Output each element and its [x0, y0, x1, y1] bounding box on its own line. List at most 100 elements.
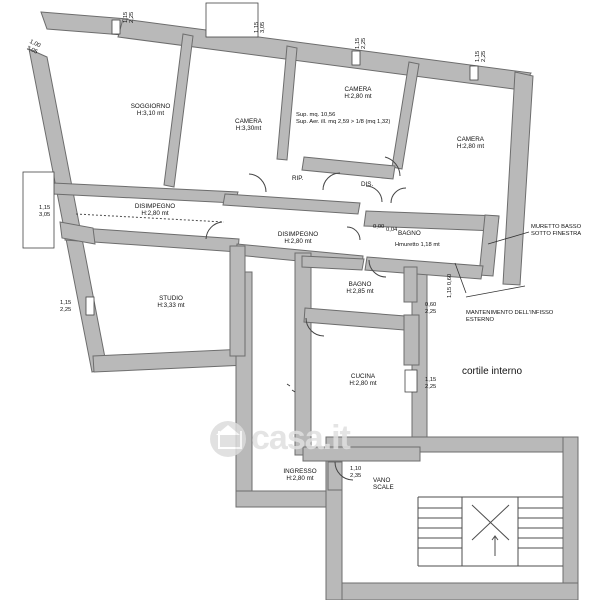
- dim-left-window-a: 1,15: [39, 205, 51, 211]
- stair-arrow: [491, 535, 499, 556]
- wall-soggiorno-camera: [163, 33, 194, 188]
- muretto-line1: MURETTO BASSO: [531, 224, 582, 230]
- bagno-bottom-height: H:2,85 mt: [346, 288, 374, 296]
- wall-kitchen-right: [403, 314, 420, 366]
- stair-core: [461, 496, 519, 567]
- disimpegno-left-name: DISIMPEGNO: [134, 203, 176, 210]
- wall-corridor-upper: [222, 193, 361, 215]
- dim-ingresso-b: 2,35: [350, 472, 362, 479]
- studio-name: STUDIO: [159, 295, 183, 302]
- dim-ingresso: 1,10 2,35: [350, 466, 361, 479]
- window-left-1: [22, 171, 55, 249]
- dis-label: DIS.: [361, 181, 374, 188]
- casa-logo: casa.it: [210, 419, 351, 458]
- dim-left-lower-b: 2,25: [60, 306, 72, 313]
- wall-bathroom-right: [478, 214, 500, 277]
- house-icon: [210, 420, 246, 457]
- camera-center-notes: Sup. mq. 10,56 Sup. Aer. ill. mq 2,59 > …: [296, 112, 426, 125]
- cucina-height: H:2,80 mt: [349, 380, 377, 388]
- wall-bagno-right: [403, 266, 418, 303]
- dimension-line-right: [454, 262, 467, 294]
- dim-bath-top-right: 0,04: [386, 227, 398, 233]
- door-bath-bottom: [346, 226, 361, 241]
- outer-wall-stair-bottom: [325, 582, 579, 600]
- wall-bathroom-bottom: [364, 256, 484, 280]
- cucina-label: CUCINA H:2,80 mt: [337, 373, 389, 387]
- dimension-line-right2: [487, 231, 530, 245]
- dim-bath-top-left: 0,00: [373, 224, 385, 230]
- wall-dis-room: [301, 156, 396, 180]
- door-bath-left: [390, 187, 407, 204]
- wall-bagno-kitchen-divider: [303, 307, 406, 331]
- disimpegno-left-label: DISIMPEGNO H:2,80 mt: [126, 203, 184, 217]
- window-top-2: [111, 19, 121, 35]
- corner-markers: [286, 383, 296, 393]
- camera-right-label: CAMERA H:2,80 mt: [443, 136, 498, 150]
- soggiorno-height: H:3,10 mt: [136, 110, 165, 118]
- door-ingresso: [334, 461, 354, 481]
- studio-height: H:3,33 mt: [157, 302, 185, 310]
- dim-right-vertical: 1,15 0,60: [447, 273, 454, 298]
- outer-wall-bottom-main: [235, 490, 329, 508]
- window-top-1: [205, 2, 259, 38]
- disimpegno-left-height: H:2,80 mt: [141, 210, 169, 218]
- soggiorno-label: SOGGIORNO H:3,10 mt: [123, 103, 178, 117]
- dim-ingresso-a: 1,10: [350, 466, 362, 472]
- dim-right-lower-a: 0,60: [425, 302, 437, 308]
- wall-camera-camera: [276, 45, 298, 161]
- dim-right-lower: 0,60 2,25: [425, 302, 436, 315]
- dim-top-4b: 2,25: [480, 50, 487, 62]
- dim-kitchen-window-a: 1,15: [425, 377, 437, 383]
- bagno-bottom-label: BAGNO H:2,85 mt: [334, 281, 386, 295]
- camera-center-name: CAMERA: [344, 86, 372, 93]
- dim-right-lower-b: 2,25: [425, 308, 437, 315]
- dim-right-vertical-b: 0,60: [447, 273, 453, 286]
- stair-x2: [471, 504, 510, 541]
- dimension-line-right3: [465, 285, 526, 298]
- disimpegno-center-label: DISIMPEGNO H:2,80 mt: [269, 231, 327, 245]
- dim-left-lower: 1,15 2,25: [60, 300, 71, 313]
- window-top-3: [351, 50, 361, 66]
- studio-label: STUDIO H:3,33 mt: [145, 295, 197, 309]
- dim-left-window: 1,15 3,05: [39, 205, 50, 218]
- door-camera-right: [384, 156, 401, 177]
- ingresso-name: INGRESSO: [283, 468, 317, 475]
- outer-wall-bottom-left: [92, 348, 248, 373]
- corridor-dashed-line: [75, 213, 225, 223]
- camera-center-surface: Sup. mq. 10,56: [296, 112, 336, 118]
- wall-study-right: [229, 245, 246, 357]
- scale-name: SCALE: [373, 484, 394, 492]
- camera-right-name: CAMERA: [457, 136, 484, 143]
- mantenimento-line2: ESTERNO: [466, 316, 495, 323]
- outer-wall-stair-right: [562, 436, 579, 600]
- vano-scale-label: VANO SCALE: [373, 477, 394, 491]
- stair-outline: [417, 496, 563, 567]
- camera-center-label: CAMERA H:2,80 mt: [318, 86, 398, 100]
- wall-bagno-kitchen-top: [301, 255, 365, 271]
- camera-left-label: CAMERA H:3,30mt: [221, 118, 276, 132]
- wall-kitchen-bottom: [302, 446, 421, 462]
- cucina-name: CUCINA: [350, 373, 376, 380]
- camera-right-height: H:2,80 mt: [456, 143, 485, 151]
- door-bagno-bottom: [368, 259, 387, 278]
- dim-kitchen-window-b: 2,25: [425, 383, 437, 390]
- outer-wall-right-top: [502, 71, 534, 286]
- disimpegno-center-name: DISIMPEGNO: [277, 231, 319, 238]
- bagno-bottom-name: BAGNO: [348, 281, 372, 288]
- dim-top-3b: 2,25: [360, 37, 367, 49]
- courtyard-label: cortile interno: [462, 366, 523, 377]
- dim-left-lower-a: 1,15: [60, 300, 72, 306]
- dim-kitchen-window: 1,15 2,25: [425, 377, 436, 390]
- mantenimento-label: MANTENIMENTO DELL'INFISSO ESTERNO: [466, 310, 553, 323]
- wall-camera-right-left: [391, 61, 420, 170]
- bagno-top-name: BAGNO: [398, 230, 421, 237]
- window-kitchen-right: [404, 369, 418, 393]
- dim-top-2b: 3,05: [259, 21, 266, 33]
- muretto-line2: SOTTO FINESTRA: [531, 230, 582, 237]
- camera-center-height: H:2,80 mt: [344, 93, 372, 101]
